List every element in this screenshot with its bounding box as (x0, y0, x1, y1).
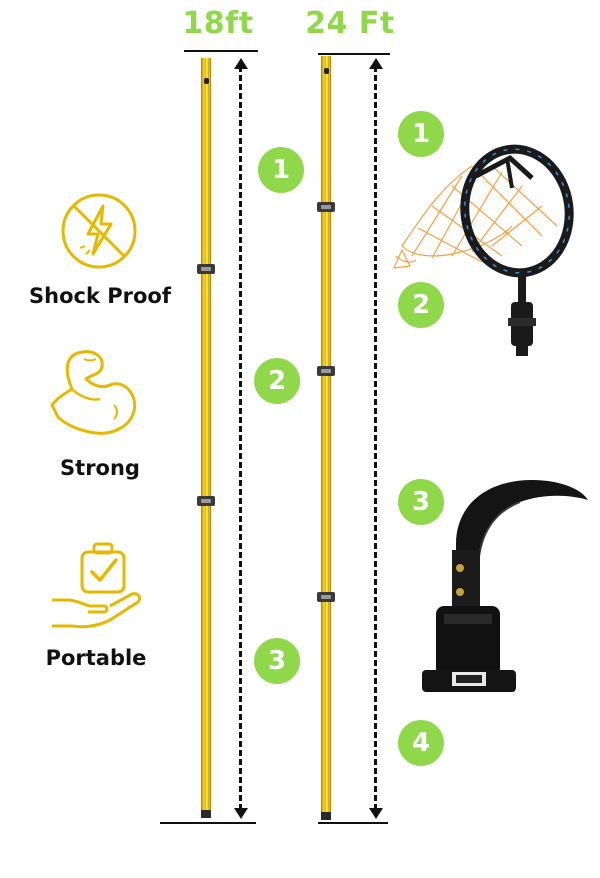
section-clamp (197, 496, 215, 506)
long-dimension-arrow-top (369, 58, 383, 69)
short-pole-section-2-badge: 2 (254, 358, 300, 404)
pole-hook-hole (204, 78, 209, 84)
short-pole-section-3-badge: 3 (254, 638, 300, 684)
long-pole-section-3-badge: 3 (398, 479, 444, 525)
section-clamp (317, 366, 335, 376)
feature-shock-proof-label: Shock Proof (29, 284, 171, 308)
feature-portable-label: Portable (45, 646, 147, 670)
hand-holding-case-icon (52, 542, 142, 629)
long-dimension-arrow-bottom (369, 808, 383, 819)
section-clamp (317, 202, 335, 212)
no-shock-icon (61, 193, 137, 269)
long-dimension-line (374, 66, 377, 810)
long-pole-section-2-badge: 2 (398, 282, 444, 328)
short-dimension-arrow-top (234, 58, 248, 69)
section-clamp (197, 264, 215, 274)
fishing-net-attachment-image (393, 144, 574, 356)
long-pole-height-label: 24 Ft (305, 6, 395, 41)
short-pole-bottom-line (160, 822, 256, 824)
pole-end-cap (321, 812, 331, 820)
section-clamp (317, 592, 335, 602)
long-pole-top-line (318, 53, 390, 55)
short-pole-top-line (184, 50, 258, 52)
short-pole-section-1-badge: 1 (258, 147, 304, 193)
flexed-arm-icon (50, 350, 137, 435)
long-pole-section-1-badge: 1 (398, 111, 444, 157)
long-pole-section-4-badge: 4 (398, 720, 444, 766)
long-pole-bottom-line (318, 822, 388, 824)
pole-hook-hole (324, 68, 329, 74)
short-dimension-line (239, 66, 242, 810)
short-pole-height-label: 18ft (182, 6, 254, 41)
sickle-hook-attachment-image (422, 480, 588, 692)
short-telescopic-pole (197, 58, 215, 818)
feature-strong-label: Strong (60, 456, 140, 480)
pole-end-cap (201, 810, 211, 818)
short-dimension-arrow-bottom (234, 808, 248, 819)
long-telescopic-pole (317, 56, 335, 820)
